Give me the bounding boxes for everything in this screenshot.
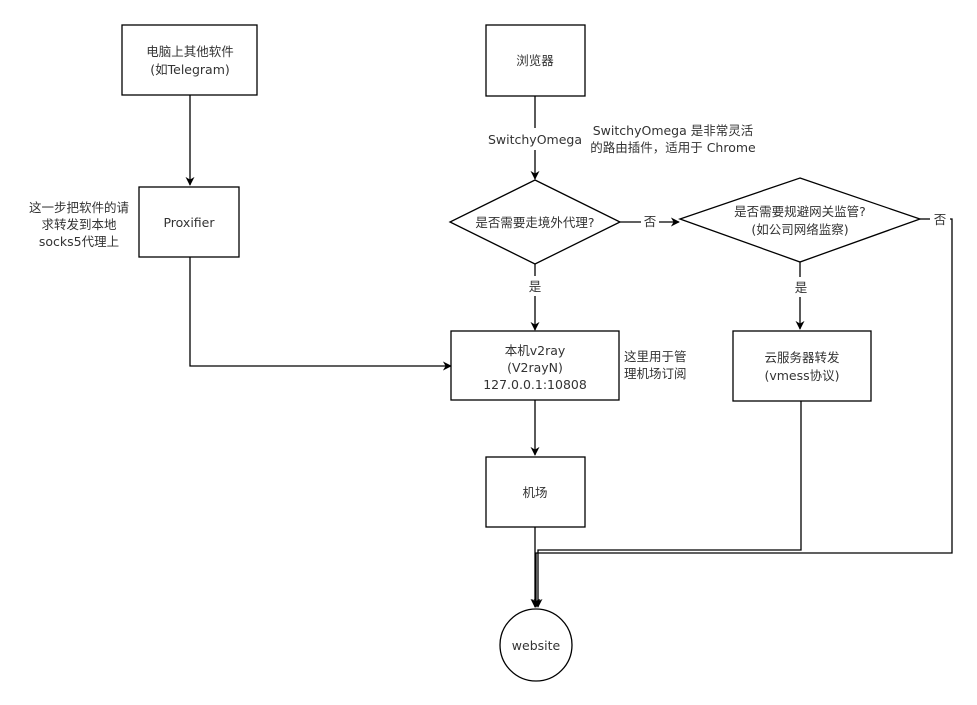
note-proxifier-line3: socks5代理上 xyxy=(39,234,119,249)
note-v2ray-line1: 这里用于管 xyxy=(624,349,687,364)
node-local-v2ray-line1: 本机v2ray xyxy=(505,343,566,358)
note-switchyomega-line1: SwitchyOmega 是非常灵活 xyxy=(593,123,754,138)
edge-cloud-to-website xyxy=(533,401,802,608)
edge-label-switchyomega: SwitchyOmega xyxy=(488,132,582,147)
note-switchyomega: SwitchyOmega 是非常灵活 的路由插件，适用于 Chrome xyxy=(590,123,756,155)
node-other-software-line1: 电脑上其他软件 xyxy=(146,44,234,59)
edge-monitor-no-to-website xyxy=(531,218,953,608)
note-proxifier: 这一步把软件的请 求转发到本地 socks5代理上 xyxy=(29,200,129,249)
note-proxifier-line1: 这一步把软件的请 xyxy=(29,200,129,215)
node-cloud-forward-line1: 云服务器转发 xyxy=(764,350,840,365)
node-proxifier: Proxifier xyxy=(138,186,240,258)
edge-label-decision-yes: 是 xyxy=(529,279,542,294)
note-proxifier-line2: 求转发到本地 xyxy=(41,217,117,232)
node-avoid-monitor-decision: 是否需要规避网关监管? (如公司网络监察) xyxy=(678,177,922,263)
node-need-proxy-label: 是否需要走境外代理? xyxy=(475,215,594,230)
edge-label-monitor-no: 否 xyxy=(934,212,947,227)
node-need-proxy-decision: 是否需要走境外代理? xyxy=(448,179,622,265)
edge-proxifier-to-v2ray xyxy=(189,257,452,371)
edge-label-monitor-yes: 是 xyxy=(795,280,808,295)
edge-label-decision-no: 否 xyxy=(644,214,657,229)
node-airport-label: 机场 xyxy=(522,485,547,500)
node-proxifier-label: Proxifier xyxy=(163,215,215,230)
node-local-v2ray: 本机v2ray (V2rayN) 127.0.0.1:10808 xyxy=(450,330,620,401)
node-avoid-monitor-line2: (如公司网络监察) xyxy=(751,222,848,237)
node-other-software-line2: (如Telegram) xyxy=(150,62,230,77)
node-website: website xyxy=(499,608,573,682)
note-v2ray-line2: 理机场订阅 xyxy=(624,366,687,381)
node-browser: 浏览器 xyxy=(485,24,586,97)
note-switchyomega-line2: 的路由插件，适用于 Chrome xyxy=(590,140,756,155)
node-airport: 机场 xyxy=(485,456,586,528)
node-other-software: 电脑上其他软件 (如Telegram) xyxy=(121,24,258,96)
node-browser-label: 浏览器 xyxy=(516,53,554,68)
node-local-v2ray-line3: 127.0.0.1:10808 xyxy=(483,377,587,392)
node-avoid-monitor-line1: 是否需要规避网关监管? xyxy=(734,204,866,219)
node-cloud-forward-line2: (vmess协议) xyxy=(764,368,839,383)
node-local-v2ray-line2: (V2rayN) xyxy=(507,360,563,375)
note-v2ray: 这里用于管 理机场订阅 xyxy=(624,349,687,381)
node-website-label: website xyxy=(512,638,561,653)
node-cloud-forward: 云服务器转发 (vmess协议) xyxy=(732,330,872,402)
